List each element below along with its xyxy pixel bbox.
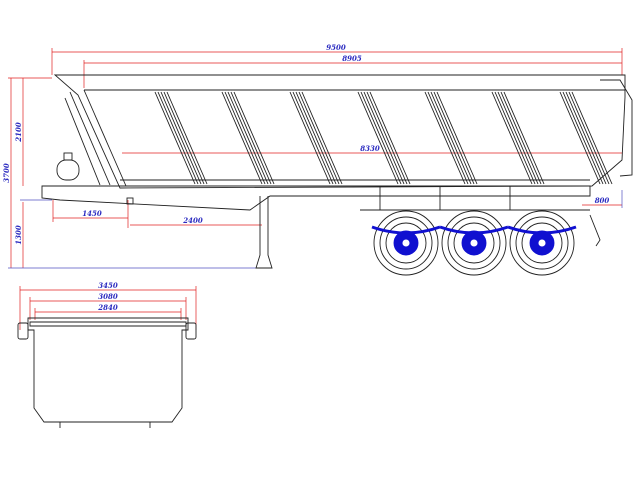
body-rib [491,91,545,185]
body-rib [424,91,478,185]
rear-bumper [589,214,601,247]
label-kingpin-offset: 1450 [82,209,102,218]
leaf-spring [371,225,441,235]
dimension-lines [8,48,623,330]
chassis-frame [41,185,591,211]
body-rib [559,91,613,185]
wheel [371,210,441,276]
side-view [41,74,633,276]
label-rear-overhang: 800 [595,196,610,205]
tipper-body [53,74,626,189]
body-rib [357,91,411,185]
label-body-height: 2100 [14,122,23,143]
label-body-width: 3080 [98,292,118,301]
leaf-spring [439,225,509,235]
body-rib [221,91,275,185]
label-chassis-height: 1300 [14,225,23,245]
left-hinge [17,322,29,340]
label-landing-gear-offset: 2400 [182,216,203,225]
rear-door-hinge [600,79,633,177]
kingpin [126,197,134,205]
body-rib [154,91,208,185]
label-overall-width: 3450 [98,281,118,290]
body-rib [289,91,343,185]
label-inner-length: 8330 [360,144,380,153]
hydraulic-tank [56,159,80,181]
rear-view [17,317,197,428]
rear-body-outline [27,317,189,423]
label-inner-width: 2840 [97,303,118,312]
label-overall-height: 3700 [2,163,11,183]
label-body-length: 8905 [342,54,362,63]
leaf-spring [507,225,577,235]
landing-gear [255,196,273,269]
wheel [439,210,509,276]
right-hinge [185,322,197,340]
dimension-labels: 9500 8905 8330 3700 2100 1300 1450 2400 … [2,43,609,312]
wheels [371,210,577,276]
label-overall-length: 9500 [326,43,346,52]
wheel [507,210,577,276]
body-ribs [154,91,613,185]
